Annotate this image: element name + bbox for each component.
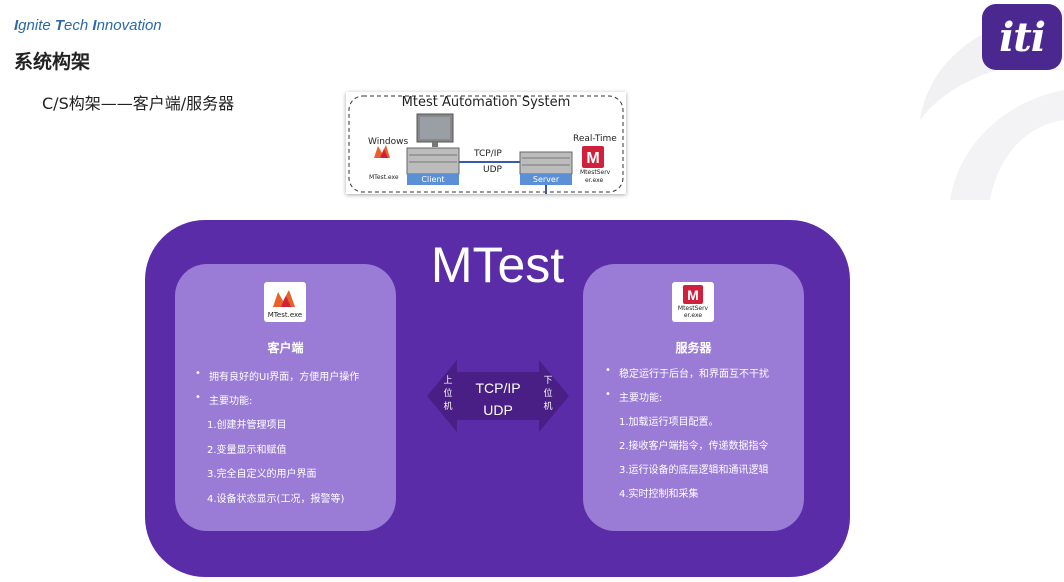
system-diagram: M Mtest Automation System Windows MTest.… bbox=[346, 92, 626, 194]
server-item: 3.运行设备的底层逻辑和通讯逻辑 bbox=[619, 465, 769, 476]
server-item: 1.加载运行项目配置。 bbox=[619, 417, 719, 428]
server-bullet-2: 主要功能: bbox=[619, 393, 663, 404]
mtestserver-exe-caption-1: MtestServ bbox=[677, 305, 709, 312]
link-protocol-bottom: UDP bbox=[483, 402, 513, 418]
system-diagram-title: Mtest Automation System bbox=[401, 95, 571, 110]
client-item: 1.创建并管理项目 bbox=[207, 420, 287, 431]
client-label: Client bbox=[421, 175, 445, 184]
client-bullet-dot-2: • bbox=[195, 392, 201, 403]
upper-computer-label: 上位机 bbox=[443, 376, 453, 412]
page-subtitle: C/S构架——客户端/服务器 bbox=[42, 94, 235, 113]
server-item: 2.接收客户端指令，传递数据指令 bbox=[619, 441, 769, 452]
mtestserver-exe-icon: M MtestServ er.exe bbox=[672, 282, 714, 322]
svg-text:M: M bbox=[687, 287, 699, 303]
logo-text: iti bbox=[999, 13, 1046, 61]
svg-text:M: M bbox=[586, 150, 599, 167]
page-title: 系统构架 bbox=[14, 51, 91, 73]
mtestserver-exe-caption-2: er.exe bbox=[683, 312, 703, 319]
mtest-exe-caption: MTest.exe bbox=[267, 311, 303, 319]
server-label: Server bbox=[532, 175, 560, 184]
lower-computer-label: 下位机 bbox=[543, 376, 553, 412]
protocol-top-label: TCP/IP bbox=[474, 149, 502, 159]
server-item: 4.实时控制和采集 bbox=[619, 489, 699, 500]
link-protocol-top: TCP/IP bbox=[475, 380, 521, 396]
left-exe-label: MTest.exe bbox=[369, 174, 399, 181]
client-bullet-2: 主要功能: bbox=[209, 396, 253, 407]
client-bullet-1: 拥有良好的UI界面，方便用户操作 bbox=[209, 372, 360, 383]
double-arrow-icon bbox=[427, 360, 569, 432]
right-exe-label-1: MtestServ bbox=[580, 169, 611, 176]
client-item: 4.设备状态显示(工况，报警等) bbox=[207, 494, 345, 505]
left-os-label: Windows bbox=[368, 137, 409, 147]
client-item: 2.变量显示和赋值 bbox=[207, 445, 287, 456]
system-diagram-graphic: M bbox=[348, 95, 624, 194]
tcp-udp-link: TCP/IP UDP 上位机 下位机 bbox=[427, 360, 569, 432]
company-logo: iti bbox=[982, 4, 1062, 70]
right-exe-label-2: er.exe bbox=[585, 177, 604, 184]
client-heading: 客户端 bbox=[267, 341, 304, 355]
server-bullet-dot-1: • bbox=[605, 365, 611, 376]
server-bullet-1: 稳定运行于后台，和界面互不干扰 bbox=[619, 369, 769, 380]
client-card: MTest.exe 客户端 • 拥有良好的UI界面，方便用户操作 • 主要功能:… bbox=[175, 264, 396, 531]
client-item: 3.完全自定义的用户界面 bbox=[207, 469, 317, 480]
mtest-title: MTest bbox=[430, 237, 565, 293]
server-bullet-dot-2: • bbox=[605, 389, 611, 400]
right-os-label: Real-Time bbox=[573, 134, 617, 144]
server-card: M MtestServ er.exe 服务器 • 稳定运行于后台，和界面互不干扰… bbox=[583, 264, 804, 531]
mtest-exe-icon: MTest.exe bbox=[264, 282, 306, 322]
mtest-panel: MTest MTest.exe 客户端 • 拥有良好的UI界面，方便用户操作 •… bbox=[145, 220, 850, 577]
brand-tagline: Ignite Tech Innovation bbox=[14, 17, 162, 34]
client-bullet-dot-1: • bbox=[195, 368, 201, 379]
server-heading: 服务器 bbox=[675, 341, 712, 355]
protocol-bottom-label: UDP bbox=[483, 165, 502, 175]
